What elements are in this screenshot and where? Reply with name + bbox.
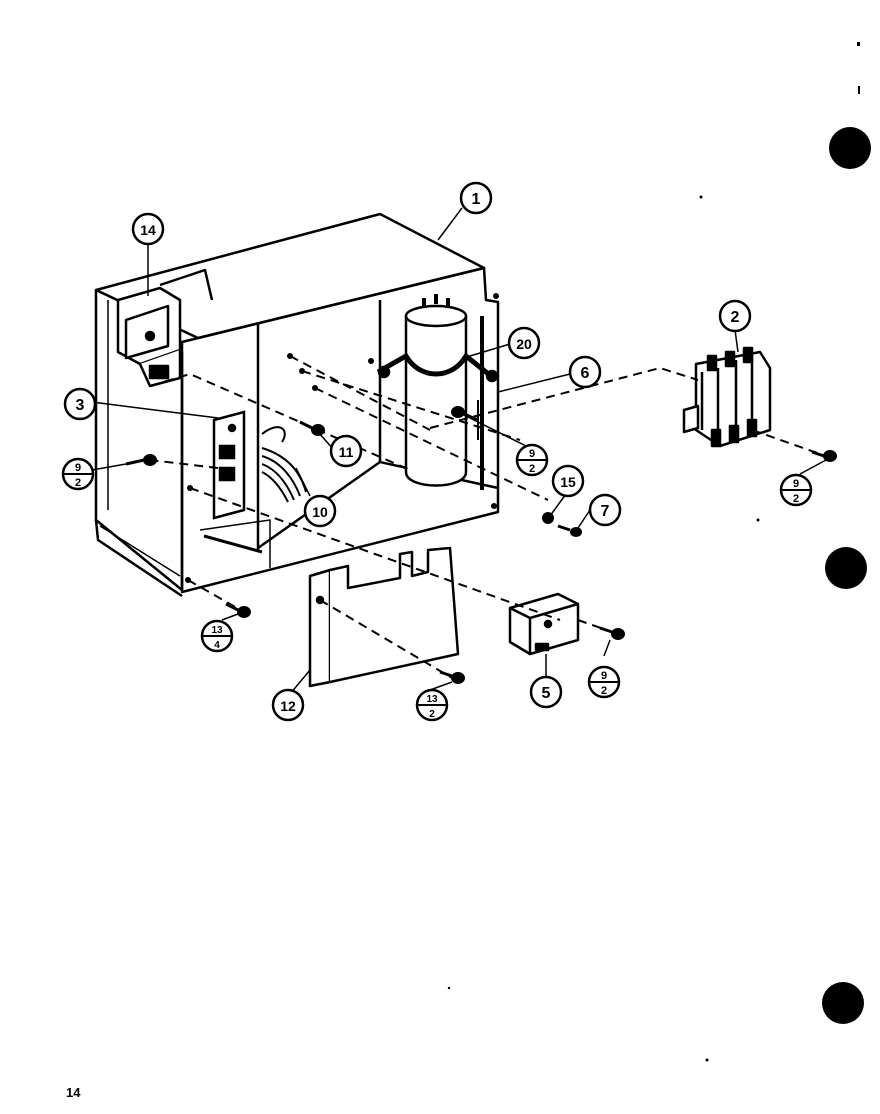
callout-15-label: 15 bbox=[560, 474, 576, 490]
page-number: 14 bbox=[66, 1085, 81, 1100]
capacitor bbox=[376, 294, 499, 490]
callout-15: 15 bbox=[551, 464, 585, 498]
screw-panel bbox=[439, 670, 465, 684]
callout-7: 7 bbox=[588, 493, 622, 527]
callout-2: 2 bbox=[718, 299, 752, 333]
fraction-bottomleft-top: 13 bbox=[211, 625, 223, 636]
fraction-callout-panel: 13 2 bbox=[415, 688, 449, 722]
fraction-cap-top: 9 bbox=[529, 448, 535, 460]
screw-relay bbox=[599, 626, 625, 640]
binder-hole-top bbox=[829, 127, 871, 169]
screws bbox=[125, 406, 837, 684]
binder-hole-bottom bbox=[822, 982, 864, 1024]
callout-6: 6 bbox=[568, 355, 602, 389]
fraction-callout-right: 9 2 bbox=[779, 473, 813, 507]
fraction-relay-bottom: 2 bbox=[601, 685, 607, 697]
callout-1: 1 bbox=[459, 181, 493, 215]
callout-3: 3 bbox=[63, 387, 97, 421]
callout-11: 11 bbox=[329, 434, 363, 468]
screw-bottomleft bbox=[225, 602, 251, 618]
callout-leaders bbox=[91, 207, 827, 695]
binder-hole-middle bbox=[825, 547, 867, 589]
callout-11-label: 11 bbox=[339, 444, 354, 460]
terminal-block bbox=[212, 410, 246, 520]
callout-1-label: 1 bbox=[472, 191, 481, 208]
callout-2-label: 2 bbox=[731, 309, 740, 326]
fraction-relay-top: 9 bbox=[601, 670, 607, 682]
callout-12: 12 bbox=[271, 688, 305, 722]
callout-14-label: 14 bbox=[140, 222, 156, 238]
callout-10: 10 bbox=[303, 494, 337, 528]
fraction-bottomleft-bottom: 4 bbox=[214, 640, 220, 651]
fraction-callout-cap: 9 2 bbox=[515, 443, 549, 477]
callout-6-label: 6 bbox=[581, 365, 590, 382]
wire-bundle bbox=[261, 426, 307, 503]
callout-3-label: 3 bbox=[76, 397, 85, 414]
fraction-callout-bottomleft: 13 4 bbox=[200, 619, 234, 653]
screw-7 bbox=[557, 524, 582, 537]
callout-7-label: 7 bbox=[601, 503, 610, 520]
fraction-panel-top: 13 bbox=[426, 694, 438, 705]
scan-specks bbox=[447, 42, 860, 1062]
fraction-right-bottom: 2 bbox=[793, 493, 799, 505]
callout-14: 14 bbox=[131, 212, 165, 246]
callout-20-label: 20 bbox=[516, 336, 532, 352]
screw-right bbox=[811, 450, 837, 462]
fraction-cap-bottom: 2 bbox=[529, 463, 535, 475]
fraction-panel-bottom: 2 bbox=[429, 709, 435, 720]
relay-box bbox=[508, 592, 580, 656]
contactor bbox=[682, 346, 772, 448]
fraction-left-top: 9 bbox=[75, 462, 81, 474]
fraction-callout-relay: 9 2 bbox=[587, 665, 621, 699]
mounting-plate bbox=[308, 546, 460, 688]
thermostat-bracket bbox=[116, 268, 214, 388]
fraction-right-top: 9 bbox=[793, 478, 799, 490]
screw-cap bbox=[451, 406, 479, 422]
callout-5-label: 5 bbox=[542, 685, 551, 702]
callout-12-label: 12 bbox=[280, 698, 296, 714]
fraction-callout-left: 9 2 bbox=[61, 457, 95, 491]
screw-left bbox=[125, 454, 157, 466]
fraction-left-bottom: 2 bbox=[75, 477, 81, 489]
callout-20: 20 bbox=[507, 326, 541, 360]
callout-5: 5 bbox=[529, 675, 563, 709]
callout-10-label: 10 bbox=[312, 504, 328, 520]
screw-11 bbox=[299, 420, 325, 436]
